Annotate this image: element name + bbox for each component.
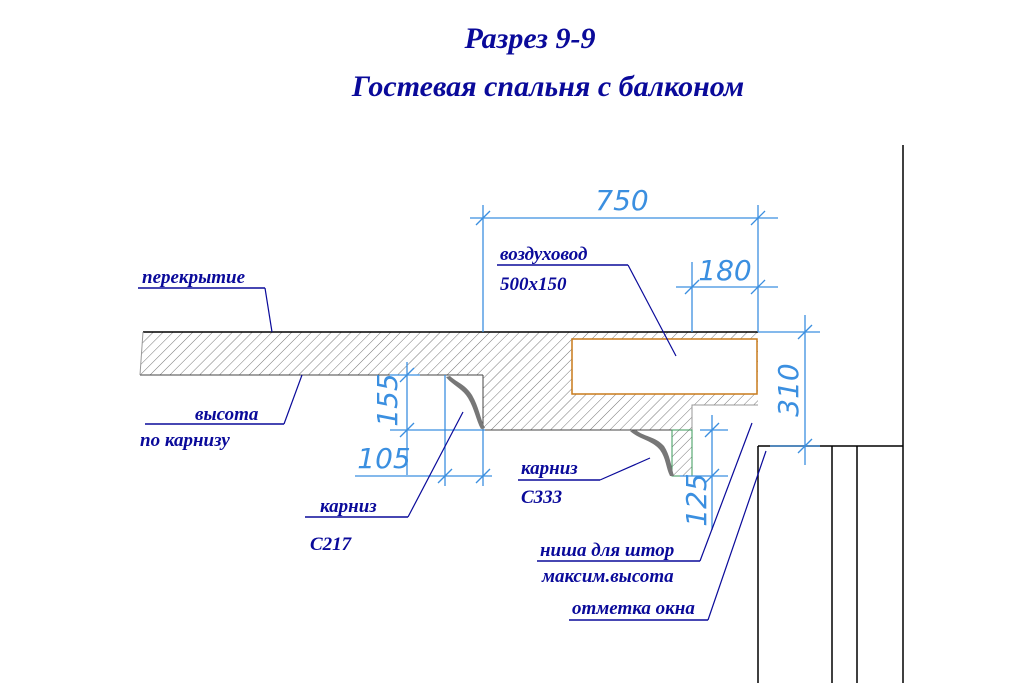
drawing-title: Разрез 9-9: [463, 22, 595, 55]
svg-text:высота: высота: [195, 404, 259, 425]
label-slab: перекрытие: [138, 267, 273, 333]
svg-text:750: 750: [595, 184, 648, 217]
svg-text:ниша для штор: ниша для штор: [540, 540, 674, 561]
svg-text:С217: С217: [310, 534, 353, 555]
dimension-310: 310: [758, 315, 820, 465]
svg-text:перекрытие: перекрытие: [142, 267, 246, 288]
svg-text:по карнизу: по карнизу: [140, 430, 230, 451]
svg-text:воздуховод: воздуховод: [500, 244, 587, 265]
dimension-180: 180: [676, 254, 778, 332]
label-cornice-c217: карниз С217: [305, 411, 464, 555]
cornice-c217: [446, 376, 485, 429]
label-cornice-c333: карниз С333: [518, 457, 651, 508]
svg-text:карниз: карниз: [320, 496, 377, 517]
air-duct: [571, 338, 758, 395]
label-air-duct: воздуховод 500х150: [497, 244, 677, 357]
drawing-subtitle: Гостевая спальня с балконом: [351, 70, 744, 103]
svg-text:155: 155: [371, 373, 404, 426]
svg-text:125: 125: [680, 473, 713, 526]
svg-text:180: 180: [698, 254, 751, 287]
svg-text:С333: С333: [521, 487, 562, 508]
label-curtain-niche: ниша для штор максим.высота: [537, 422, 753, 587]
svg-text:отметка окна: отметка окна: [572, 598, 695, 619]
dimension-155: 155: [371, 362, 485, 475]
label-window-mark: отметка окна: [569, 450, 767, 621]
svg-text:310: 310: [772, 363, 805, 416]
dimension-105: 105: [355, 375, 492, 486]
cornice-c333: [630, 430, 674, 476]
svg-text:карниз: карниз: [521, 458, 578, 479]
label-cornice-height: высота по карнизу: [140, 374, 303, 451]
dimension-125: 125: [680, 415, 728, 530]
dimension-750: 750: [470, 184, 778, 332]
svg-text:105: 105: [357, 442, 410, 475]
svg-text:максим.высота: максим.высота: [541, 566, 674, 587]
svg-text:500х150: 500х150: [500, 274, 567, 295]
